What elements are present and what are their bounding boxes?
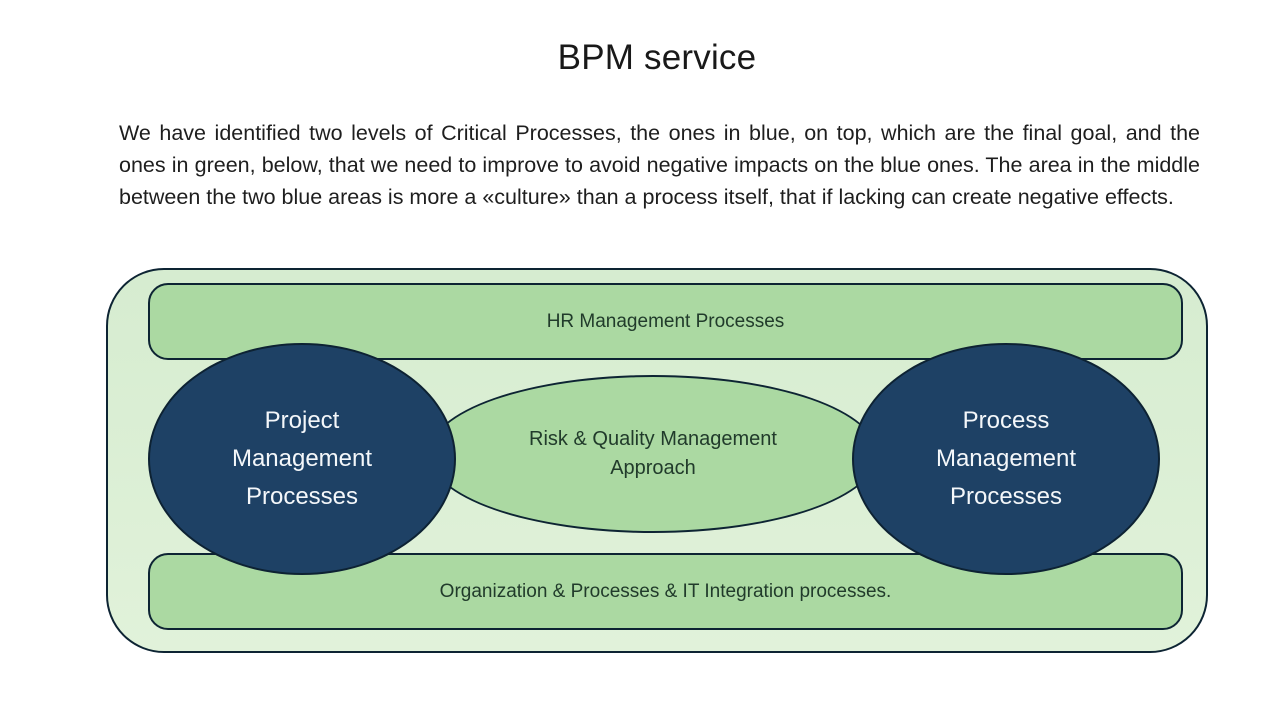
process-management-ellipse: Process Management Processes bbox=[852, 343, 1160, 575]
risk-quality-ellipse: Risk & Quality Management Approach bbox=[428, 375, 878, 533]
project-management-ellipse-label: Project Management Processes bbox=[231, 407, 373, 510]
organization-it-integration-bar-label: Organization & Processes & IT Integratio… bbox=[439, 580, 892, 602]
process-management-ellipse-label: Process Management Processes bbox=[935, 407, 1077, 510]
intro-paragraph: We have identified two levels of Critica… bbox=[119, 121, 1200, 209]
risk-quality-ellipse-label: Risk & Quality Management Approach bbox=[529, 428, 777, 479]
project-management-ellipse: Project Management Processes bbox=[148, 343, 456, 575]
page-title: BPM service bbox=[557, 38, 757, 77]
hr-management-bar: HR Management Processes bbox=[148, 283, 1183, 360]
hr-management-bar-label: HR Management Processes bbox=[546, 310, 785, 332]
